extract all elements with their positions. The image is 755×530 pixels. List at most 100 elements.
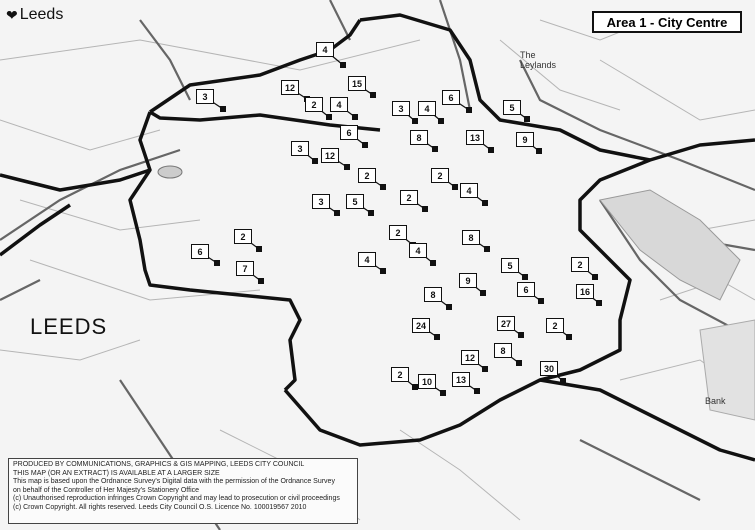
logo-text: Leeds	[19, 6, 64, 23]
location-marker	[344, 164, 350, 170]
count-box: 15	[348, 76, 366, 91]
location-marker	[516, 360, 522, 366]
count-box: 30	[540, 361, 558, 376]
count-box: 5	[501, 258, 519, 273]
count-box: 2	[389, 225, 407, 240]
location-marker	[538, 298, 544, 304]
count-box: 7	[236, 261, 254, 276]
location-marker	[430, 260, 436, 266]
count-box: 13	[452, 372, 470, 387]
location-marker	[432, 146, 438, 152]
count-box: 6	[340, 125, 358, 140]
location-marker	[524, 116, 530, 122]
location-marker	[522, 274, 528, 280]
location-marker	[412, 118, 418, 124]
railway-area	[599, 189, 741, 301]
count-box: 2	[571, 257, 589, 272]
location-marker	[560, 378, 566, 384]
location-marker	[434, 334, 440, 340]
count-box: 2	[546, 318, 564, 333]
location-marker	[380, 268, 386, 274]
count-box: 12	[281, 80, 299, 95]
location-marker	[334, 210, 340, 216]
count-box: 10	[418, 374, 436, 389]
junction	[157, 165, 183, 179]
credit-line: This map is based upon the Ordnance Surv…	[13, 478, 335, 486]
location-marker	[446, 304, 452, 310]
count-box: 9	[459, 273, 477, 288]
location-marker	[312, 158, 318, 164]
location-marker	[440, 390, 446, 396]
location-marker	[480, 290, 486, 296]
location-marker	[352, 114, 358, 120]
count-box: 5	[503, 100, 521, 115]
count-box: 4	[409, 243, 427, 258]
location-marker	[256, 246, 262, 252]
count-box: 8	[462, 230, 480, 245]
count-box: 8	[424, 287, 442, 302]
count-box: 5	[346, 194, 364, 209]
location-marker	[326, 114, 332, 120]
location-marker	[422, 206, 428, 212]
council-logo: ❤ Leeds	[6, 6, 63, 24]
owl-emblem-icon: ❤	[6, 6, 18, 23]
count-box: 12	[461, 350, 479, 365]
count-box: 3	[291, 141, 309, 156]
park-area	[699, 319, 755, 421]
count-box: 4	[358, 252, 376, 267]
count-box: 9	[516, 132, 534, 147]
location-marker	[518, 332, 524, 338]
count-box: 2	[400, 190, 418, 205]
location-marker	[362, 142, 368, 148]
count-box: 4	[418, 101, 436, 116]
count-box: 2	[391, 367, 409, 382]
count-box: 3	[312, 194, 330, 209]
location-marker	[370, 92, 376, 98]
location-marker	[488, 147, 494, 153]
location-marker	[592, 274, 598, 280]
location-marker	[484, 246, 490, 252]
credit-line: (c) Crown Copyright. All rights reserved…	[13, 503, 307, 511]
count-box: 3	[196, 89, 214, 104]
map-credits: PRODUCED BY COMMUNICATIONS, GRAPHICS & G…	[8, 458, 358, 524]
count-box: 6	[442, 90, 460, 105]
location-marker	[258, 278, 264, 284]
place-label-leylands: The Leylands	[520, 50, 557, 70]
location-marker	[412, 384, 418, 390]
credit-line: PRODUCED BY COMMUNICATIONS, GRAPHICS & G…	[13, 461, 305, 468]
city-label: LEEDS	[30, 314, 108, 339]
location-marker	[482, 200, 488, 206]
count-box: 2	[431, 168, 449, 183]
count-box: 8	[410, 130, 428, 145]
count-box: 16	[576, 284, 594, 299]
count-box: 6	[191, 244, 209, 259]
count-box: 27	[497, 316, 515, 331]
count-box: 8	[494, 343, 512, 358]
location-marker	[466, 107, 472, 113]
count-box: 6	[517, 282, 535, 297]
location-marker	[220, 106, 226, 112]
location-marker	[474, 388, 480, 394]
location-marker	[368, 210, 374, 216]
place-label-bank: Bank	[705, 396, 726, 406]
count-box: 2	[358, 168, 376, 183]
ring-road	[0, 13, 755, 462]
count-box: 12	[321, 148, 339, 163]
location-marker	[452, 184, 458, 190]
credit-line: on behalf of the Controller of Her Majes…	[13, 486, 200, 494]
location-marker	[438, 118, 444, 124]
credit-line: THIS MAP (OR AN EXTRACT) IS AVAILABLE AT…	[13, 469, 220, 477]
location-marker	[380, 184, 386, 190]
credit-line: (c) Unauthorised reproduction infringes …	[13, 495, 340, 503]
count-box: 2	[234, 229, 252, 244]
count-box: 4	[316, 42, 334, 57]
count-box: 13	[466, 130, 484, 145]
location-marker	[482, 366, 488, 372]
location-marker	[566, 334, 572, 340]
area-title: Area 1 - City Centre	[592, 11, 742, 33]
count-box: 24	[412, 318, 430, 333]
location-marker	[596, 300, 602, 306]
